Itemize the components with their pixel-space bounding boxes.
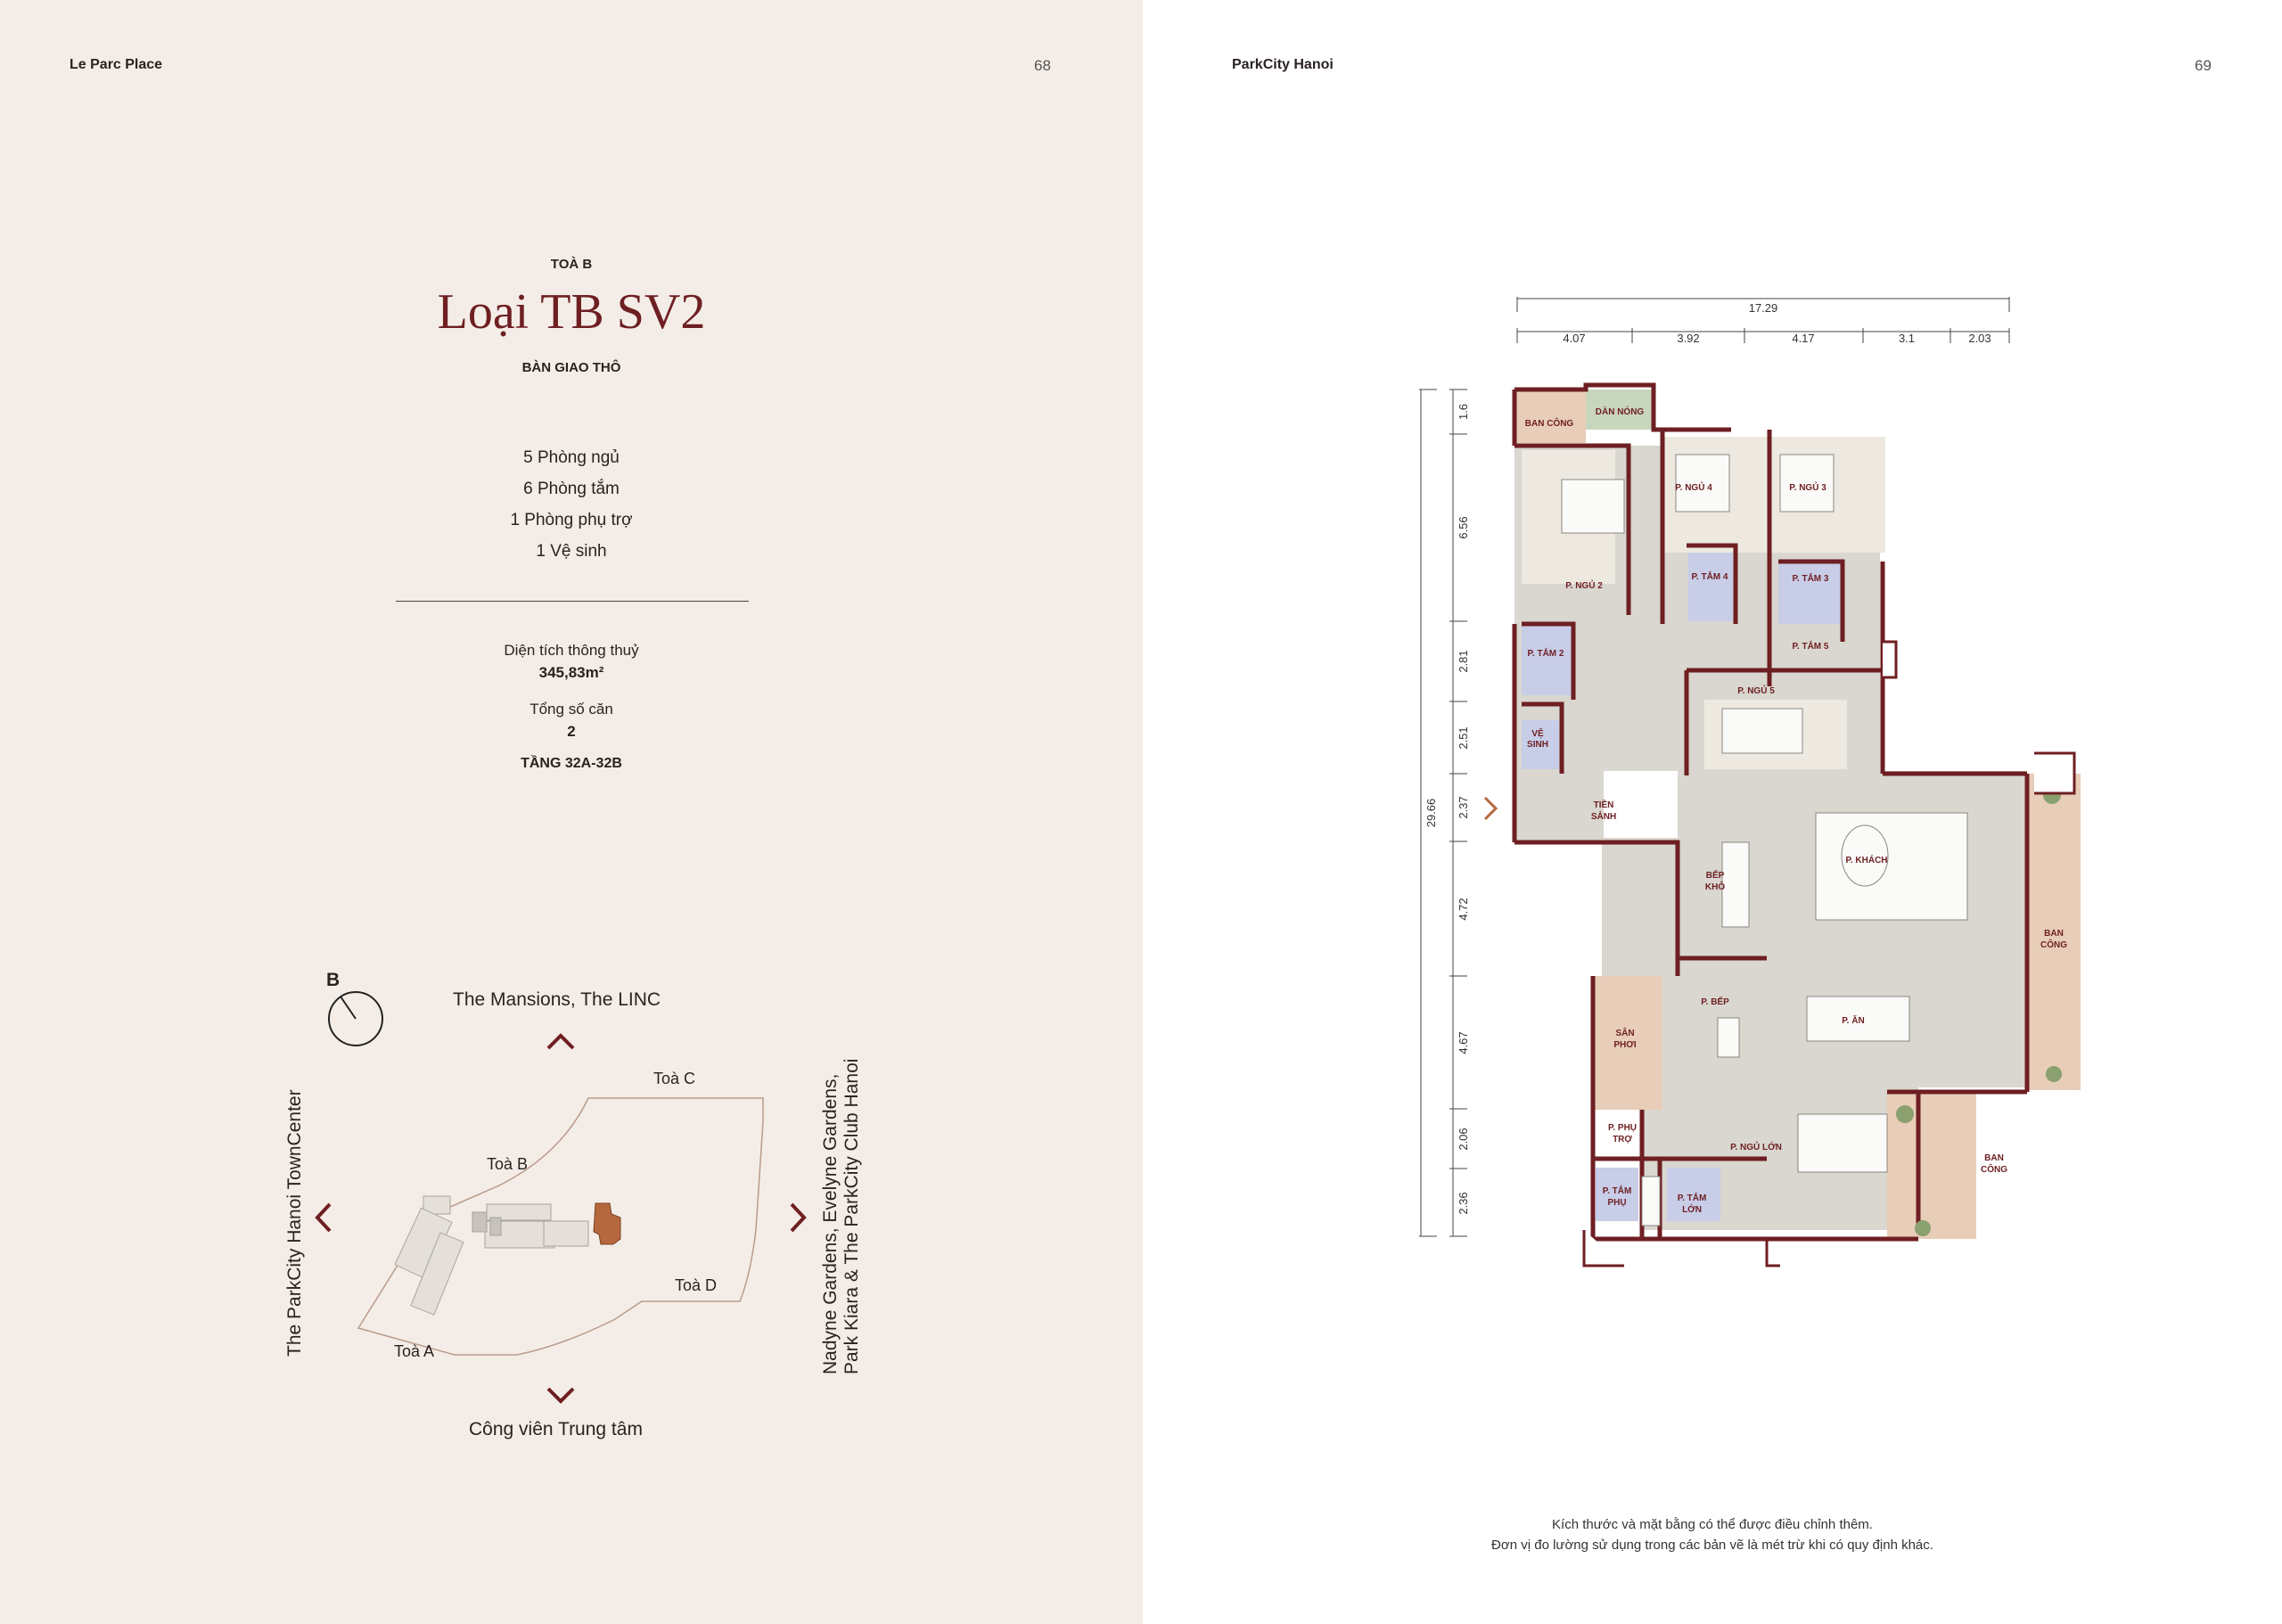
dim-side-9: 2.36 [1457,1192,1470,1214]
note-line-1: Kích thước và mặt bằng có thể được điều … [1552,1517,1873,1532]
chevron-left-icon[interactable] [314,1202,333,1234]
label-tien-sanh-1: TIỀN [1594,799,1614,810]
units-value: 2 [567,723,576,740]
label-p-ngu-lon: P. NGỦ LỚN [1730,1141,1782,1152]
top-dimensions [1516,297,2010,343]
label-ban-cong-3a: BAN [1984,1153,2004,1163]
south-label: Công viên Trung tâm [469,1419,643,1439]
dim-top-3: 4.17 [1792,332,1814,345]
east-label-wrap: Nadyne Gardens, Evelyne Gardens, Park Ki… [820,1054,870,1383]
site-plan-map [357,1097,764,1356]
tower-a-label: Toà A [394,1342,435,1360]
label-p-phu-tro-1: P. PHỤ [1608,1123,1637,1133]
label-p-phu-tro-2: TRỢ [1613,1135,1632,1144]
walls [1512,382,2030,1242]
east-label-line2: Park Kiara & The ParkCity Club Hanoi [841,1058,862,1374]
label-p-tam-5: P. TẮM 5 [1793,640,1829,652]
right-header: ParkCity Hanoi [1232,57,1334,72]
label-p-tam-phu-2: PHỤ [1607,1198,1626,1208]
east-label-line1: Nadyne Gardens, Evelyne Gardens, [820,1073,841,1374]
north-label: The Mansions, The LINC [453,989,661,1010]
label-ban-cong-2b: CÔNG [2040,939,2067,950]
label-p-khach: P. KHÁCH [1845,854,1887,865]
divider [396,601,749,602]
floors-label: TẦNG 32A-32B [521,756,622,771]
note-line-2: Đơn vị đo lường sử dụng trong các bản vẽ… [1491,1538,1933,1553]
tower-d-label: Toà D [675,1276,718,1294]
dim-side-5: 2.37 [1457,796,1470,818]
bay-windows [1582,640,2076,1267]
dim-top-2: 3.92 [1677,332,1699,345]
feature-bedrooms: 5 Phòng ngủ [523,448,620,467]
handover-label: BÀN GIAO THÔ [521,360,621,375]
left-page-number: 68 [1034,57,1051,74]
chevron-up-icon[interactable] [546,1032,576,1050]
floor-plan: 17.29 4.07 3.92 4.17 3.1 2.03 29.66 1.6 … [1419,297,2081,1267]
dim-side-2: 6.56 [1457,516,1470,538]
tower-b-label: Toà B [487,1155,529,1173]
dim-total-width: 17.29 [1749,301,1778,315]
side-dimensions [1419,389,1467,1237]
area-label: Diện tích thông thuỷ [504,642,639,659]
dim-side-1: 1.6 [1457,404,1470,420]
dim-total-height: 29.66 [1424,799,1438,828]
dim-side-4: 2.51 [1457,726,1470,749]
label-bep-kho-2: KHÔ [1705,881,1725,892]
label-p-tam-lon-2: LỚN [1682,1203,1702,1215]
tower-c-label: Toà C [653,1070,696,1087]
dim-top-4: 3.1 [1899,332,1915,345]
dim-top-1: 4.07 [1563,332,1585,345]
label-dan-nong: DÀN NÓNG [1596,406,1645,417]
label-ban-cong-2a: BAN [2044,929,2064,939]
label-p-tam-phu-1: P. TẮM [1603,1185,1632,1196]
feature-aux-room: 1 Phòng phụ trợ [510,511,633,529]
label-tien-sanh-2: SẢNH [1591,810,1616,822]
label-p-ngu-3: P. NGỦ 3 [1789,481,1826,493]
label-p-tam-3: P. TẮM 3 [1793,572,1829,584]
dim-top-5: 2.03 [1968,332,1991,345]
label-p-bep: P. BẾP [1701,996,1729,1007]
compass-icon [328,991,383,1046]
right-page: ParkCity Hanoi 69 17.29 4.07 3.92 4.17 3… [1143,0,2282,1624]
unit-title: Loại TB SV2 [437,284,706,340]
furniture [1561,454,1968,1226]
dim-side-7: 4.67 [1457,1031,1470,1054]
chevron-down-icon[interactable] [546,1387,576,1405]
west-label-wrap: The ParkCity Hanoi TownCenter [284,1080,308,1357]
label-ve-sinh-1: VỆ [1531,727,1544,739]
dim-side-3: 2.81 [1457,650,1470,672]
label-p-tam-2: P. TẮM 2 [1528,647,1564,659]
units-label: Tổng số căn [529,701,613,718]
label-p-tam-lon-1: P. TẮM [1678,1192,1707,1203]
label-p-ngu-4: P. NGỦ 4 [1675,481,1712,493]
label-p-an: P. ĂN [1842,1014,1864,1026]
chevron-right-icon[interactable] [788,1202,808,1234]
compass-label: B [326,970,341,990]
left-page: Le Parc Place 68 TOÀ B Loại TB SV2 BÀN G… [0,0,1143,1624]
label-san-phoi-1: SÂN [1615,1027,1634,1038]
area-value: 345,83m² [538,664,604,681]
label-p-tam-4: P. TẮM 4 [1692,570,1728,582]
label-ve-sinh-2: SINH [1527,740,1548,750]
features-list: 5 Phòng ngủ 6 Phòng tắm 1 Phòng phụ trợ … [0,442,1143,567]
feature-bathrooms: 6 Phòng tắm [523,480,620,498]
right-page-number: 69 [2195,57,2212,74]
left-header: Le Parc Place [70,57,163,72]
west-label: The ParkCity Hanoi TownCenter [284,1089,305,1357]
dim-side-6: 4.72 [1457,898,1470,920]
dim-side-8: 2.06 [1457,1128,1470,1150]
entry-arrow-icon [1483,796,1498,821]
label-p-ngu-5: P. NGỦ 5 [1737,685,1775,696]
feature-toilet: 1 Vệ sinh [536,542,607,561]
label-bep-kho-1: BẾP [1706,869,1725,881]
label-ban-cong-1: BAN CÔNG [1525,417,1574,429]
building-label: TOÀ B [550,257,593,272]
label-ban-cong-3b: CÔNG [1981,1163,2007,1175]
label-p-ngu-2: P. NGỦ 2 [1565,579,1603,591]
label-san-phoi-2: PHƠI [1613,1040,1636,1050]
